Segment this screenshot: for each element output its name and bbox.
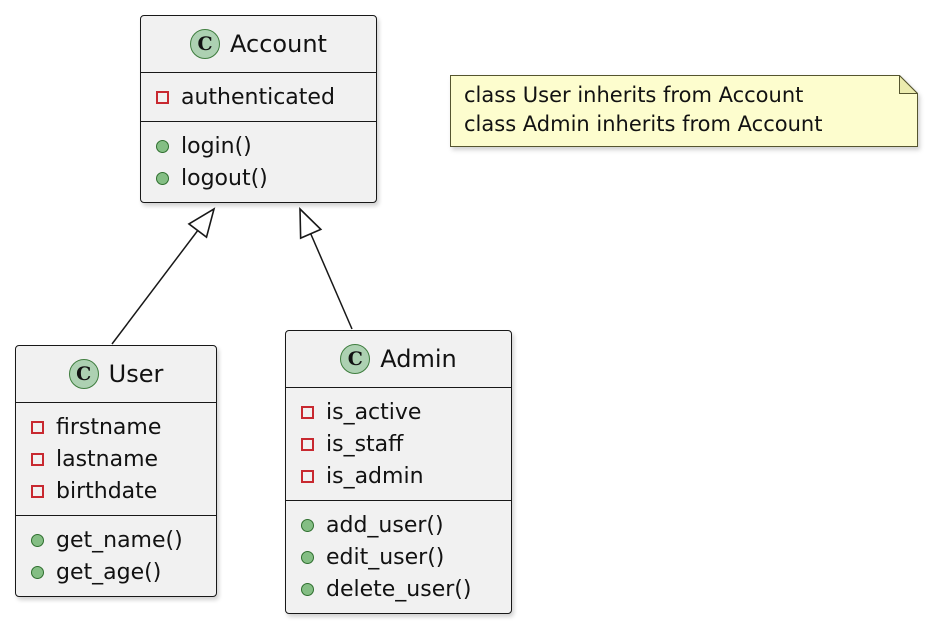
class-name: User [108, 360, 164, 388]
field-icon [31, 484, 44, 498]
methods-section: get_name() get_age() [16, 516, 216, 596]
class-attribute: is_admin [301, 460, 496, 492]
class-icon: C [190, 29, 221, 59]
methods-section: login() logout() [141, 122, 376, 202]
class-method: get_name() [31, 524, 201, 556]
attributes-section: is_active is_staff is_admin [286, 388, 511, 501]
class-attribute: birthdate [31, 475, 201, 507]
class-method: get_age() [31, 556, 201, 588]
class-method: delete_user() [301, 573, 496, 605]
class-header: C User [16, 346, 216, 403]
class-header: C Admin [286, 331, 511, 388]
attributes-section: firstname lastname birthdate [16, 403, 216, 516]
class-method: logout() [156, 162, 361, 194]
method-label: get_name() [56, 527, 183, 553]
method-label: login() [181, 133, 252, 159]
class-name: Admin [380, 345, 457, 373]
class-icon: C [340, 344, 371, 374]
attribute-label: is_admin [326, 463, 424, 489]
method-icon [31, 533, 44, 547]
note-text: class User inherits from Account class A… [450, 75, 918, 139]
method-icon [301, 582, 314, 596]
field-icon [301, 469, 314, 483]
attribute-label: authenticated [181, 84, 335, 110]
inheritance-arrow-admin-to-account [299, 207, 353, 330]
class-box-admin: C Admin is_active is_staff is_admin add_… [285, 330, 512, 614]
class-header: C Account [141, 16, 376, 73]
class-method: add_user() [301, 509, 496, 541]
class-name: Account [230, 30, 327, 58]
method-label: add_user() [326, 512, 444, 538]
class-attribute: is_staff [301, 428, 496, 460]
class-box-user: C User firstname lastname birthdate get_… [15, 345, 217, 597]
field-icon [156, 90, 169, 104]
note-paper-icon [450, 75, 918, 147]
attributes-section: authenticated [141, 73, 376, 122]
attribute-label: birthdate [56, 478, 158, 504]
class-method: edit_user() [301, 541, 496, 573]
class-attribute: authenticated [156, 81, 361, 113]
note-line: class User inherits from Account [464, 83, 804, 107]
class-icon: C [68, 359, 99, 389]
field-icon [301, 437, 314, 451]
class-attribute: is_active [301, 396, 496, 428]
class-attribute: lastname [31, 443, 201, 475]
method-label: logout() [181, 165, 268, 191]
method-icon [156, 171, 169, 185]
inheritance-arrow-user-to-account [111, 207, 216, 345]
method-icon [301, 518, 314, 532]
method-icon [31, 565, 44, 579]
note: class User inherits from Account class A… [450, 75, 918, 147]
attribute-label: firstname [56, 414, 162, 440]
class-method: login() [156, 130, 361, 162]
method-icon [156, 139, 169, 153]
attribute-label: is_active [326, 399, 422, 425]
method-label: edit_user() [326, 544, 445, 570]
note-line: class Admin inherits from Account [464, 112, 823, 136]
field-icon [31, 420, 44, 434]
method-label: delete_user() [326, 576, 472, 602]
class-attribute: firstname [31, 411, 201, 443]
method-label: get_age() [56, 559, 162, 585]
attribute-label: lastname [56, 446, 159, 472]
field-icon [301, 405, 314, 419]
method-icon [301, 550, 314, 564]
attribute-label: is_staff [326, 431, 404, 457]
class-box-account: C Account authenticated login() logout() [140, 15, 377, 203]
methods-section: add_user() edit_user() delete_user() [286, 501, 511, 613]
field-icon [31, 452, 44, 466]
